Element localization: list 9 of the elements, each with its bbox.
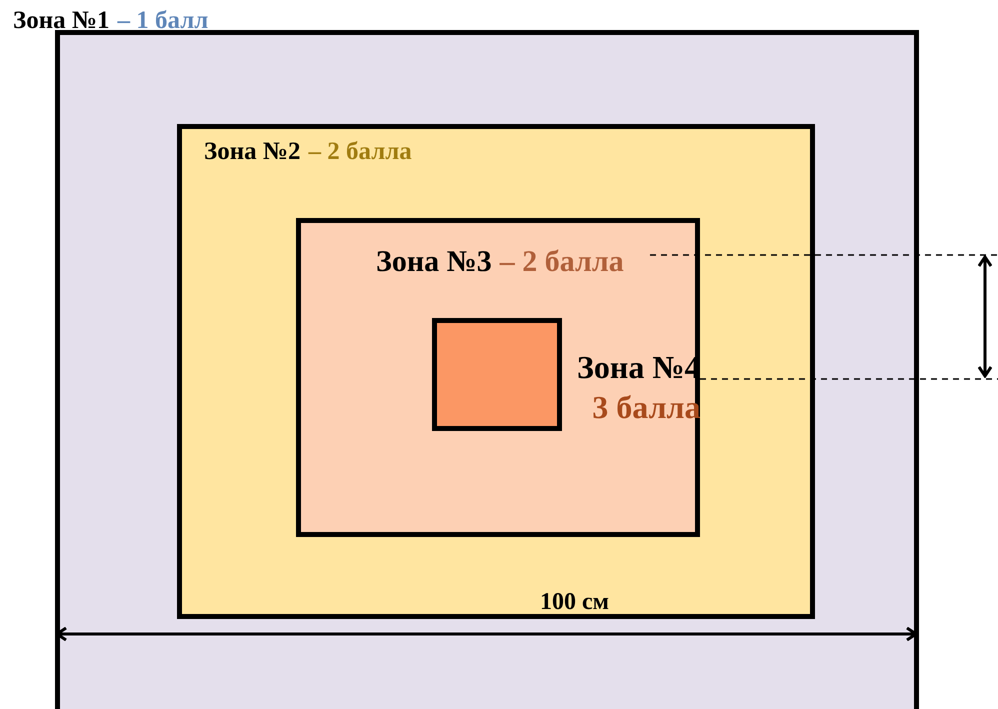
zone-label: Зона №1 [13, 8, 110, 33]
zone-rectangle [296, 218, 700, 537]
score-label: – 2 балла [500, 247, 624, 277]
score-label: – 2 балла [308, 139, 412, 164]
dimension-label: 100 см [540, 590, 609, 614]
zone-rectangle [177, 124, 815, 619]
zone-label: Зона №2 [204, 139, 300, 164]
score-label: – 1 балл [117, 8, 208, 33]
zone-label: Зона №3 [376, 247, 492, 277]
